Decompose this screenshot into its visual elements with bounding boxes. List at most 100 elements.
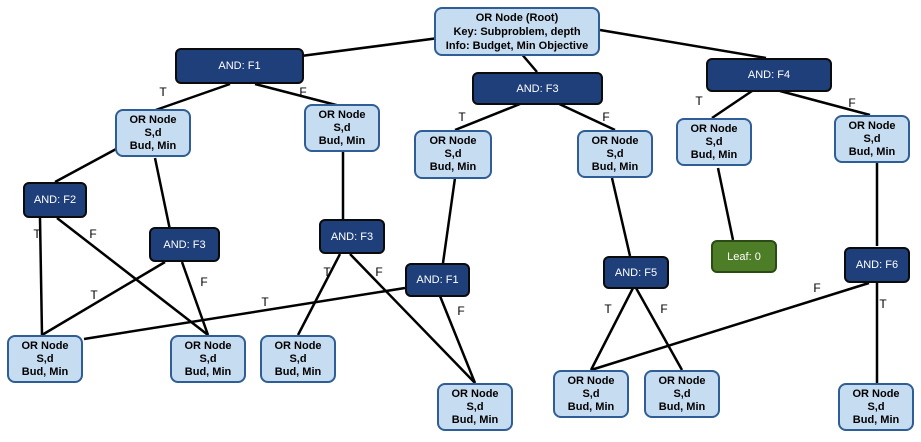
edge-or4-f5	[610, 177, 632, 257]
or-node: OR Node S,d Bud, Min	[644, 370, 720, 418]
edge-label-t: T	[458, 110, 466, 124]
edge-label-t: T	[261, 295, 269, 309]
edge-f1mid-orA	[83, 286, 406, 341]
edge-f2-orA	[38, 217, 44, 336]
edge-label-f: F	[848, 96, 856, 110]
root-line-3: Info: Budget, Min Objective	[445, 39, 589, 52]
or-node-line-1: OR Node	[21, 339, 69, 352]
and-node-f3-left: AND: F3	[149, 227, 220, 262]
or-node: OR Node S,d Bud, Min	[304, 104, 380, 152]
or-node: OR Node S,d Bud, Min	[260, 335, 336, 383]
or-node-line-2: S,d	[863, 132, 881, 145]
and-node-f5: AND: F5	[603, 256, 669, 289]
or-node-line-1: OR Node	[848, 119, 896, 132]
or-node-line-3: Bud, Min	[848, 145, 896, 158]
or-node: OR Node S,d Bud, Min	[838, 383, 914, 431]
or-node-line-3: Bud, Min	[184, 365, 232, 378]
or-node: OR Node S,d Bud, Min	[115, 109, 191, 157]
root-line-1: OR Node (Root)	[475, 11, 559, 24]
edge-label-t: T	[879, 297, 887, 311]
edge-label-f: F	[602, 110, 610, 124]
and-node-f1-mid: AND: F1	[405, 263, 470, 297]
and-node-f1-top: AND: F1	[175, 48, 304, 84]
or-node-line-2: S,d	[673, 387, 691, 400]
or-node-line-1: OR Node	[184, 339, 232, 352]
or-node: OR Node S,d Bud, Min	[437, 383, 513, 431]
edge-f1mid-orD	[438, 295, 477, 384]
leaf-node: Leaf: 0	[711, 240, 777, 273]
or-node-line-1: OR Node	[567, 374, 615, 387]
or-node-line-1: OR Node	[591, 134, 639, 147]
or-node-line-1: OR Node	[274, 339, 322, 352]
edge-label-t: T	[695, 94, 703, 108]
root-or-node: OR Node (Root) Key: Subproblem, depth In…	[434, 7, 600, 56]
or-node: OR Node S,d Bud, Min	[553, 370, 629, 418]
or-node-line-1: OR Node	[451, 387, 499, 400]
and-node-f6: AND: F6	[844, 247, 910, 283]
or-node-line-2: S,d	[606, 147, 624, 160]
edge-f3mid-orC	[296, 253, 342, 336]
edge-f3left-orB	[180, 261, 210, 336]
or-node-line-1: OR Node	[690, 122, 738, 135]
or-node-line-1: OR Node	[852, 387, 900, 400]
edge-or5-leaf	[716, 167, 735, 241]
or-node-line-2: S,d	[466, 400, 484, 413]
or-node-line-1: OR Node	[429, 135, 477, 147]
or-node-line-2: S,d	[444, 148, 462, 160]
edge-label-f: F	[457, 304, 465, 318]
edge-f5-orE	[589, 287, 635, 371]
edge-label-f: F	[299, 85, 307, 99]
edge-f5-orF	[634, 287, 684, 371]
or-node-line-3: Bud, Min	[852, 413, 900, 426]
edge-f1-or1	[149, 82, 231, 114]
or-node: OR Node S,d Bud, Min	[577, 130, 653, 178]
and-node-f2: AND: F2	[23, 182, 87, 218]
edge-f3mid-orD	[349, 253, 476, 384]
or-node-line-2: S,d	[199, 352, 217, 365]
edge-label-t: T	[323, 265, 331, 279]
edge-or1-f3left	[153, 157, 172, 231]
edge-f4-or5	[711, 89, 753, 120]
edge-f3-or4	[554, 100, 616, 132]
or-node-line-2: S,d	[705, 135, 723, 148]
edge-f3-or3	[454, 100, 526, 132]
or-node-line-3: Bud, Min	[429, 161, 477, 173]
or-node-line-1: OR Node	[318, 108, 366, 121]
edge-or1-f2	[54, 146, 119, 184]
or-node-line-3: Bud, Min	[567, 400, 615, 413]
and-node-f3-mid: AND: F3	[319, 219, 385, 254]
edge-f3left-orA	[41, 260, 166, 337]
or-node-line-2: S,d	[144, 126, 162, 139]
or-node-line-2: S,d	[867, 400, 885, 413]
or-node: OR Node S,d Bud, Min	[414, 130, 492, 179]
or-node-line-3: Bud, Min	[451, 413, 499, 426]
or-node-line-2: S,d	[289, 352, 307, 365]
or-node-line-2: S,d	[36, 352, 54, 365]
root-line-2: Key: Subproblem, depth	[453, 25, 581, 38]
edge-label-t: T	[604, 302, 612, 316]
or-node-line-3: Bud, Min	[591, 160, 639, 173]
or-node-line-3: Bud, Min	[658, 400, 706, 413]
edge-label-t: T	[90, 288, 98, 302]
and-node-f4-top: AND: F4	[706, 58, 832, 92]
or-node-line-1: OR Node	[658, 374, 706, 387]
edge-label-f: F	[660, 302, 668, 316]
or-node: OR Node S,d Bud, Min	[676, 118, 752, 166]
edge-label-f: F	[89, 227, 97, 241]
edge-root-f4	[599, 28, 767, 60]
or-node-line-3: Bud, Min	[274, 365, 322, 378]
edge-label-f: F	[375, 265, 383, 279]
edge-f2-orB	[56, 217, 209, 336]
or-node-line-3: Bud, Min	[690, 148, 738, 161]
or-node: OR Node S,d Bud, Min	[834, 115, 910, 163]
or-node-line-2: S,d	[582, 387, 600, 400]
edge-label-t: T	[33, 227, 41, 241]
edge-label-f: F	[200, 275, 208, 289]
or-node-line-2: S,d	[333, 121, 351, 134]
or-node-line-3: Bud, Min	[21, 365, 69, 378]
or-node: OR Node S,d Bud, Min	[170, 335, 246, 383]
edge-or3-f1mid	[441, 177, 457, 264]
edge-label-f: F	[813, 281, 821, 295]
